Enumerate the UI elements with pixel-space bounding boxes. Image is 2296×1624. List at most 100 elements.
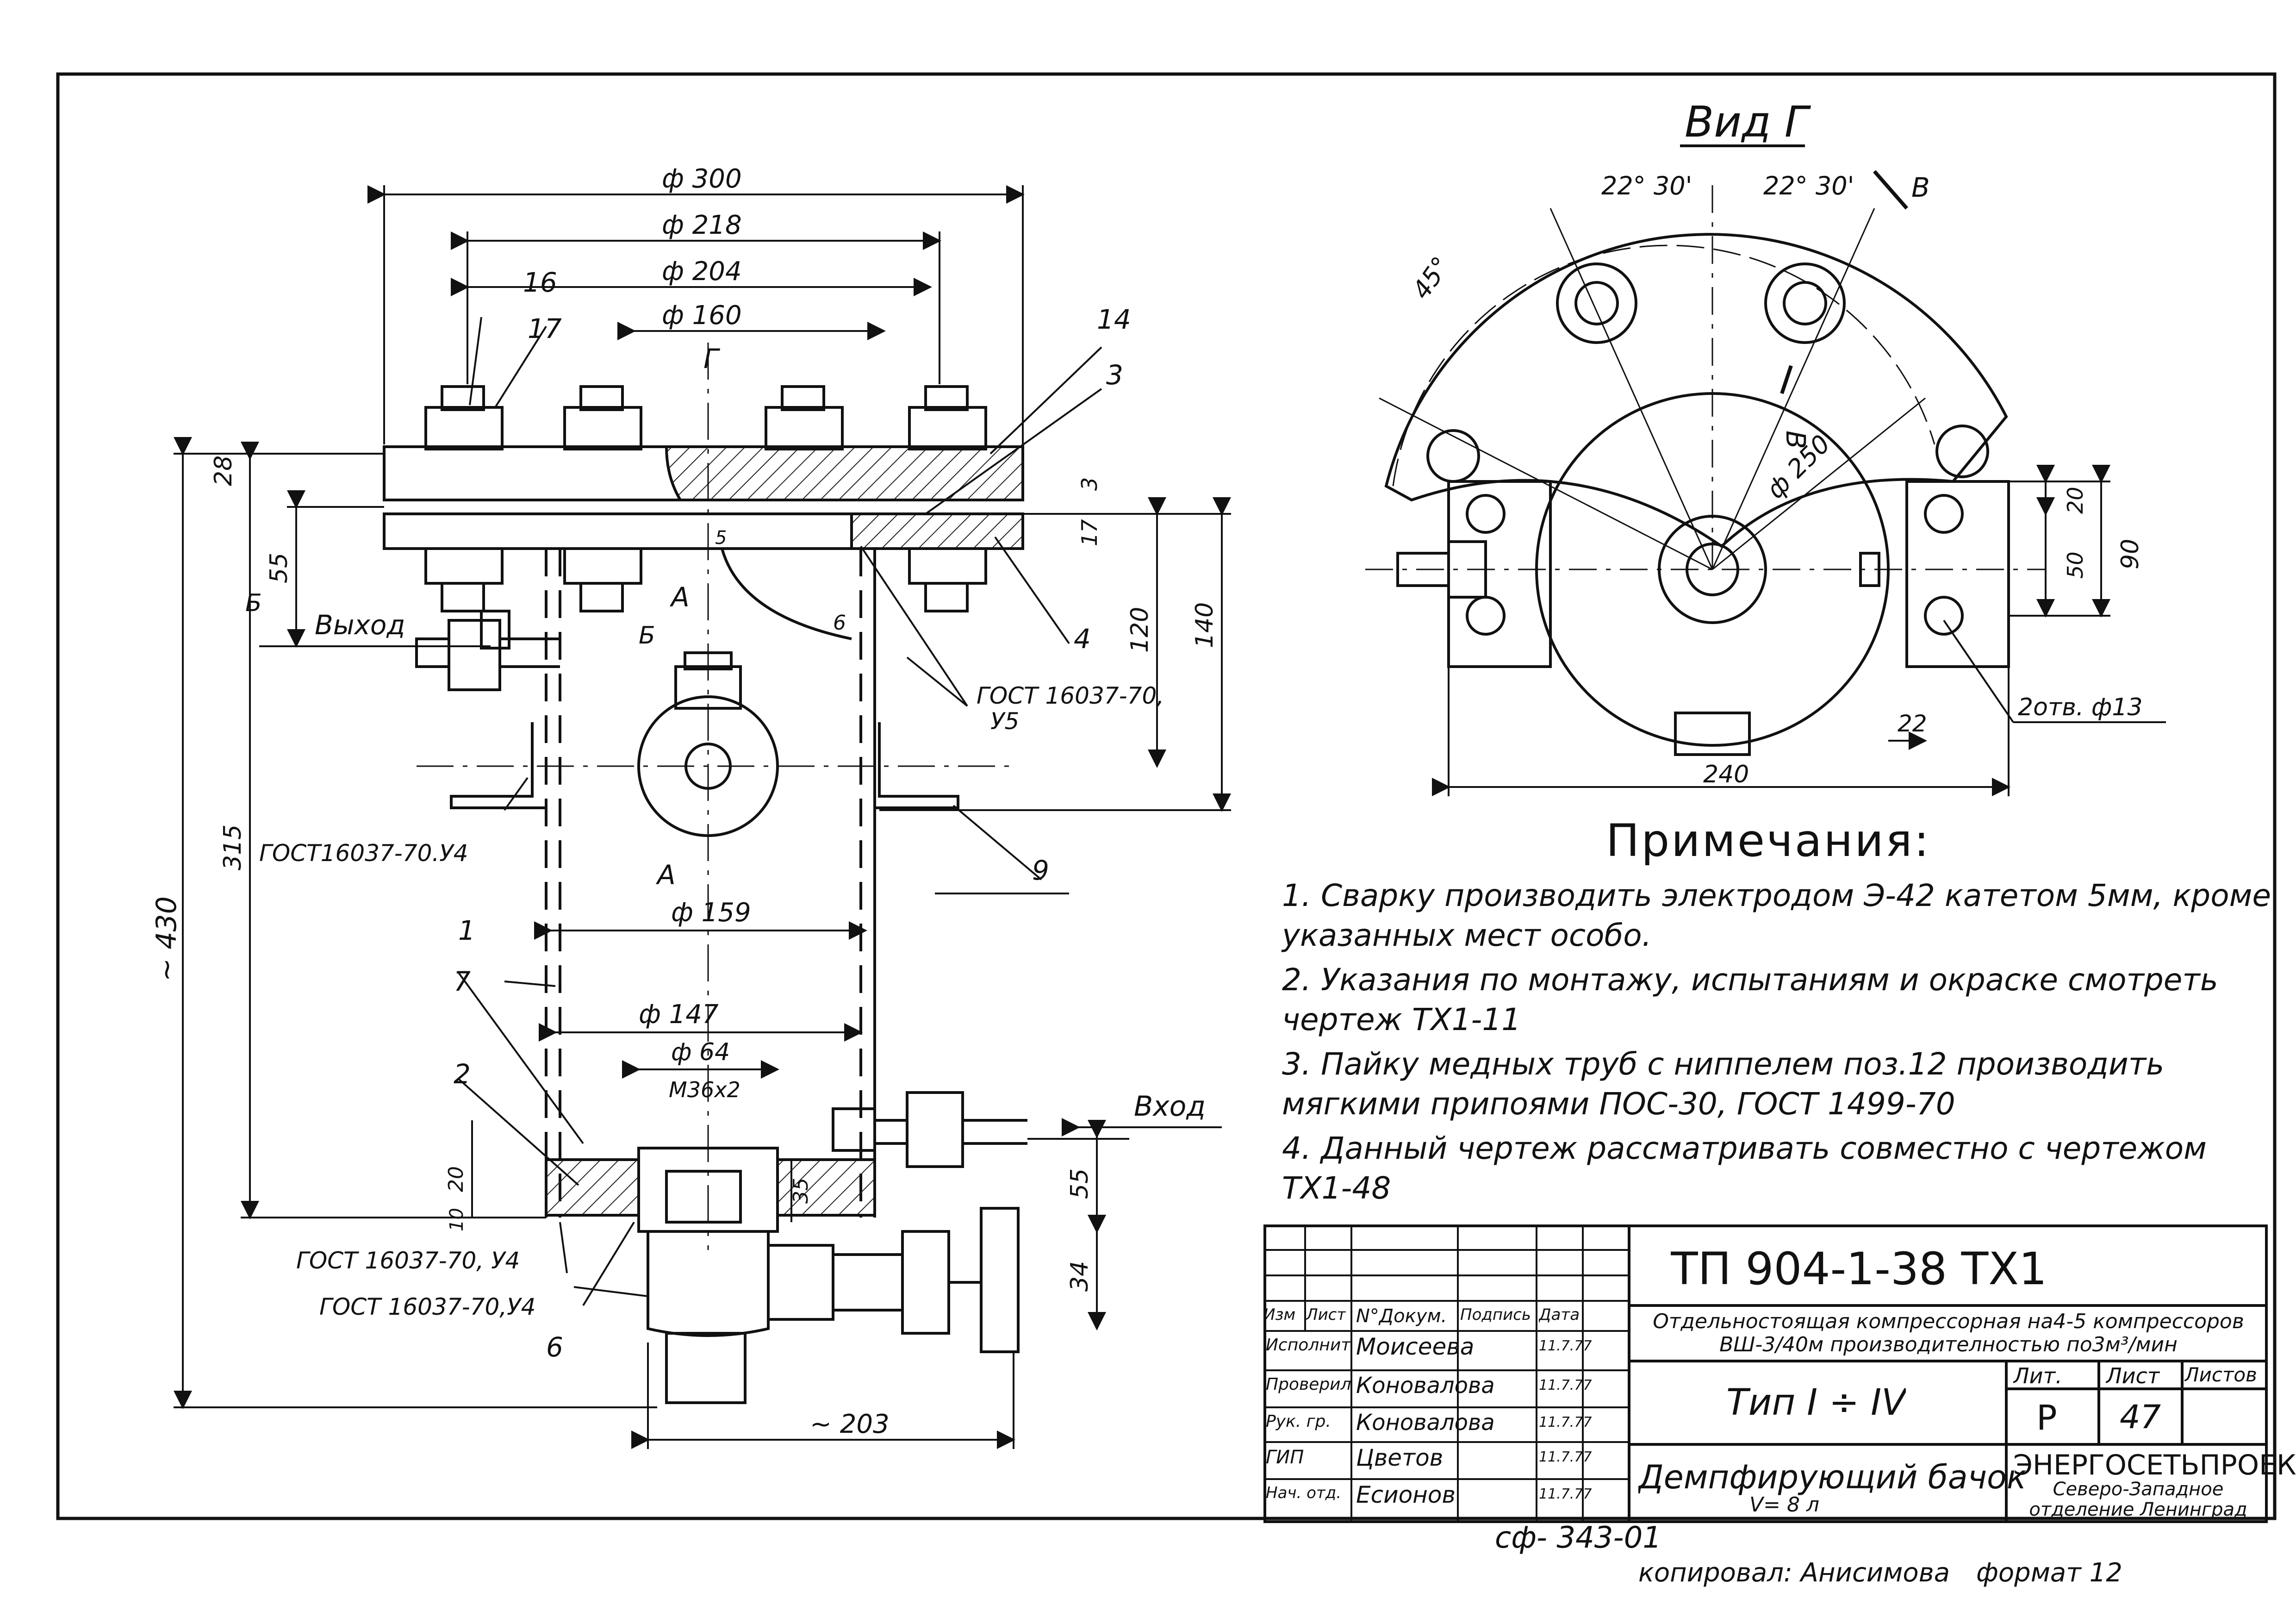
dim-h315: 315: [219, 824, 247, 870]
weld-curve: [721, 548, 852, 640]
tb-role-1: Исполнит: [1266, 1336, 1351, 1355]
dim-h34: 34: [1066, 1261, 1094, 1292]
tb-date-4: 11.7.77: [1539, 1449, 1592, 1465]
view-g-bracket-right: [1905, 480, 2010, 668]
weld-note-4: ГОСТ 16037-70,У4: [319, 1293, 535, 1320]
tb-h-lit: Лит.: [2013, 1363, 2062, 1388]
view-g-bolt-3: [1426, 429, 1480, 483]
pos-3: 3: [1106, 359, 1123, 391]
view-g-holes: 2отв. ф13: [2018, 693, 2143, 721]
view-g-dim-240: 240: [1703, 761, 1749, 788]
tb-role-3: Рук. гр.: [1266, 1412, 1331, 1431]
tb-doc-code: ТП 904-1-38 ТХ1: [1671, 1243, 2047, 1295]
sheet-frame: [56, 72, 2277, 1520]
mark-a-top: А: [669, 581, 690, 613]
tb-org-sub: Северо-Западное отделение Ленинград: [2029, 1479, 2247, 1520]
note-2: 2. Указания по монтажу, испытаниям и окр…: [1282, 962, 2218, 1037]
view-g-title: Вид Г: [1685, 97, 1811, 147]
dim-h120: 120: [1126, 607, 1154, 653]
tb-type: Тип I ÷ IV: [1726, 1382, 1906, 1424]
pos-4: 4: [1074, 623, 1091, 655]
tb-name-5: Есионов: [1356, 1481, 1456, 1508]
tb-volume: V= 8 л: [1749, 1493, 1820, 1517]
tb-lit-value: Р: [2036, 1398, 2057, 1438]
label-outlet: Выход: [315, 609, 405, 641]
tb-name-2: Коновалова: [1356, 1373, 1495, 1399]
title-block: Изм Лист N°Докум. Подпись Дата Исполнит …: [1263, 1224, 2296, 1523]
title-block-grid: [1263, 1224, 2268, 1523]
dim-d160: ф 160: [662, 300, 742, 331]
tb-role-2: Проверил: [1266, 1375, 1351, 1394]
weld-note-2: ГОСТ16037-70.У4: [259, 840, 468, 867]
elevation-view: [383, 343, 1027, 1404]
view-g-flange-arc: [1384, 233, 2008, 548]
tb-name-1: Моисеева: [1356, 1333, 1475, 1360]
inlet-fitting: [832, 1091, 1027, 1168]
dim-v5: 5: [715, 527, 727, 549]
tb-h-sheet: Лист: [2106, 1363, 2160, 1388]
view-g-mark-v2: В: [1780, 431, 1811, 449]
tb-date-5: 11.7.77: [1539, 1486, 1592, 1502]
tb-org: ЭНЕРГОСЕТЬПРОЕКТ: [2013, 1449, 2296, 1481]
view-g-dim-90: 90: [2116, 539, 2144, 569]
dim-w203: ~ 203: [810, 1409, 890, 1439]
bottom-valve: [647, 1207, 1020, 1404]
view-g-bolt-1: [1556, 262, 1637, 344]
notes-title: Примечания:: [1606, 815, 1931, 867]
right-bracket: [875, 722, 959, 809]
tb-h-list: Лист: [1306, 1305, 1346, 1324]
sheet-format: формат 12: [1976, 1558, 2122, 1588]
note-1: 1. Сварку производить электродом Э-42 ка…: [1282, 878, 2271, 953]
view-g-dimensions: [1432, 465, 2166, 796]
dim-h35: 35: [789, 1178, 813, 1204]
dim-h3: 3: [1077, 477, 1102, 491]
dim-h17: 17: [1077, 519, 1102, 546]
tb-sheet-value: 47: [2120, 1398, 2161, 1436]
view-g-dim-50: 50: [2063, 551, 2088, 579]
tb-name-4: Цветов: [1356, 1444, 1444, 1471]
dim-h430: ~ 430: [150, 896, 183, 981]
dim-thread: М36х2: [669, 1077, 740, 1102]
tb-name-3: Коновалова: [1356, 1410, 1495, 1436]
mark-a-bottom: А: [655, 859, 676, 891]
pos-16: 16: [523, 267, 557, 298]
dim-d300: ф 300: [662, 164, 742, 194]
pos-14: 14: [1097, 304, 1131, 335]
view-g-bracket-left: [1447, 480, 1552, 668]
pos-17: 17: [528, 313, 562, 344]
pos-1: 1: [458, 915, 475, 946]
view-g-angle-2: 22° 30': [1763, 171, 1854, 200]
sheet-code: сф- 343-01: [1495, 1521, 1662, 1555]
mark-b-left: Б: [245, 589, 262, 617]
outlet-fitting: [415, 610, 560, 691]
tb-h-date: Дата: [1539, 1305, 1580, 1324]
tb-role-4: ГИП: [1266, 1447, 1304, 1468]
view-g-angle-1: 22° 30': [1601, 171, 1692, 200]
lower-bolts: [424, 547, 987, 612]
dim-h28: 28: [210, 456, 237, 486]
view-g-angle-45: 45°: [1406, 251, 1456, 305]
left-bracket: [450, 722, 546, 809]
view-g-bolt-4: [1935, 425, 1989, 478]
dim-d204: ф 204: [662, 256, 742, 287]
weld-note-1: ГОСТ 16037-70,: [977, 682, 1164, 709]
copied-by: копировал: Анисимова: [1638, 1558, 1950, 1588]
top-flange-hatch: [665, 445, 1024, 501]
weld-note-1b: У5: [990, 708, 1019, 735]
label-inlet: Вход: [1134, 1090, 1206, 1123]
dim-d218: ф 218: [662, 210, 742, 240]
dim-h140: 140: [1191, 602, 1219, 648]
tb-date-1: 11.7.77: [1539, 1338, 1592, 1354]
lower-flange-hatch: [850, 512, 1024, 550]
tb-h-sign: Подпись: [1460, 1305, 1531, 1324]
tb-date-3: 11.7.77: [1539, 1414, 1592, 1430]
view-g-dim-20: 20: [2063, 487, 2088, 514]
mark-b-right: Б: [639, 622, 655, 650]
mark-g: Г: [703, 343, 721, 375]
elevation-dimensions: [174, 185, 1231, 1449]
tb-project: Отдельностоящая компрессорная на4-5 комп…: [1653, 1310, 2244, 1356]
view-g-bolt-2: [1764, 262, 1846, 344]
note-4: 4. Данный чертеж рассматривать совместно…: [1282, 1131, 2207, 1206]
pos-6-top: 6: [833, 611, 846, 635]
